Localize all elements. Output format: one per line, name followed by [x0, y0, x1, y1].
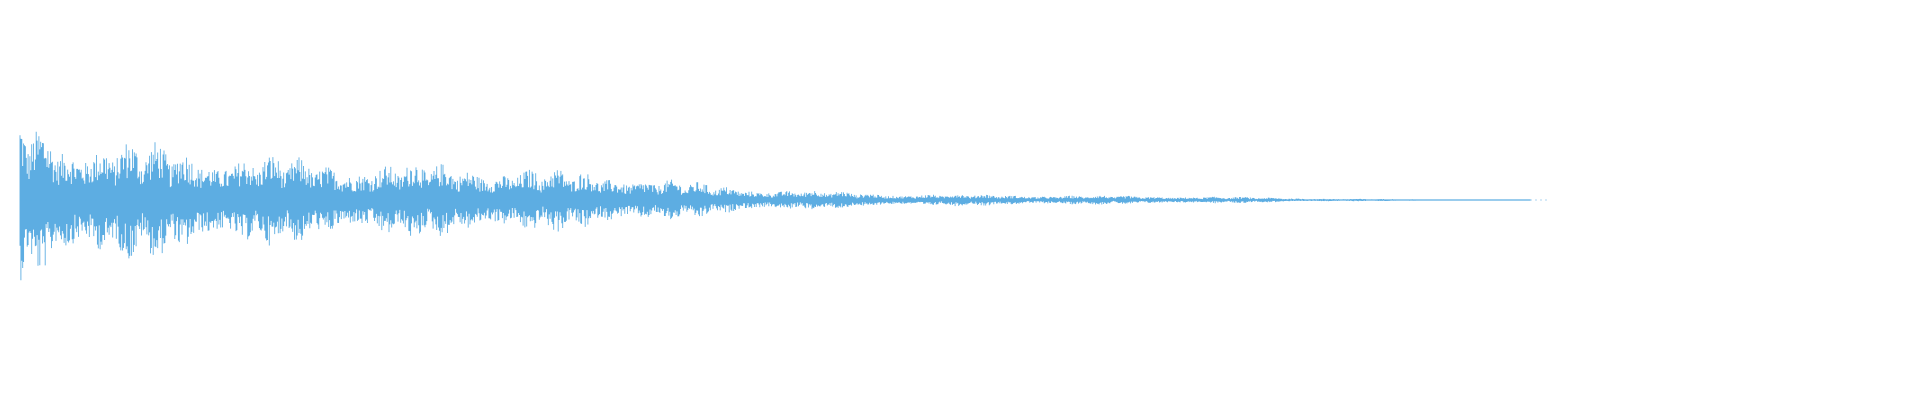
waveform-path: [19, 131, 1531, 281]
waveform-bars: [19, 131, 1548, 281]
